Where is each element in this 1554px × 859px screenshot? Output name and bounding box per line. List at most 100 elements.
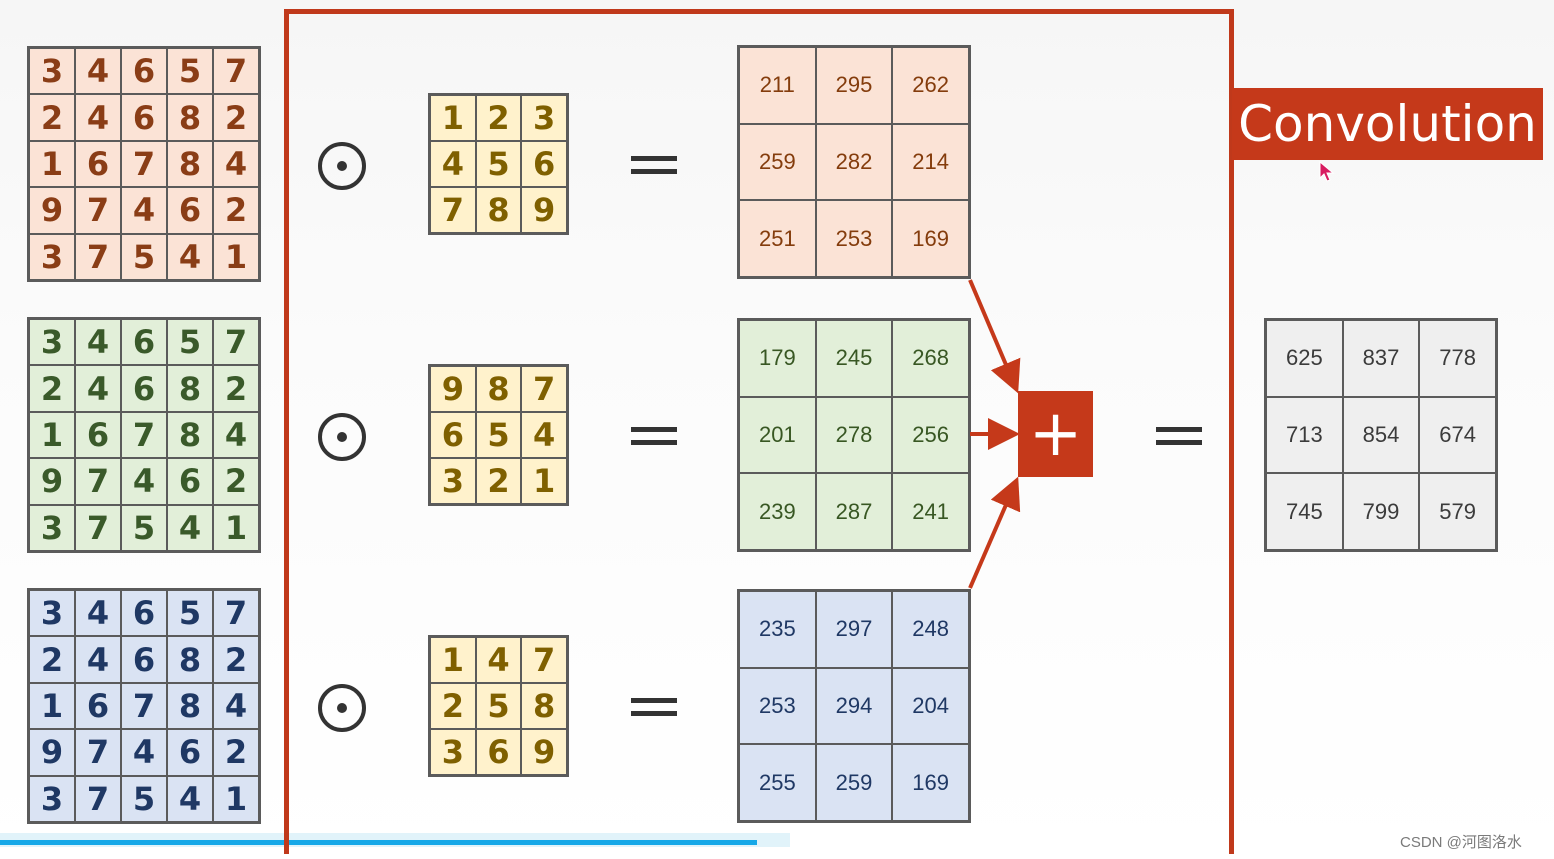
matrix-cell: 297 [815,591,893,668]
matrix-cell: 7 [75,458,121,505]
matrix-cell: 2 [29,365,75,412]
equals-icon [631,156,677,174]
matrix-cell: 579 [1419,473,1496,550]
matrix-cell: 713 [1266,396,1343,474]
matrix-cell: 8 [475,187,522,233]
matrix-cell: 6 [121,94,167,141]
page-title: Convolution [1238,95,1537,153]
sum-operator: + [1018,391,1093,477]
matrix-cell: 8 [167,411,213,459]
matrix-cell: 799 [1342,473,1420,550]
matrix-cell: 239 [739,473,816,550]
matrix-cell: 1 [430,637,476,683]
matrix-cell: 5 [121,504,167,551]
matrix-cell: 8 [475,366,522,412]
matrix-cell: 1 [430,95,476,141]
matrix-cell: 4 [213,682,259,730]
matrix-cell: 4 [75,590,121,637]
matrix-cell: 295 [815,47,893,124]
matrix-cell: 6 [75,682,121,730]
matrix-cell: 7 [213,590,259,637]
matrix-cell: 6 [121,365,167,412]
matrix-cell: 3 [29,319,75,366]
matrix-cell: 3 [29,48,75,95]
matrix-cell: 287 [815,473,893,550]
matrix-cell: 6 [475,729,522,775]
matrix-cell: 1 [29,682,75,730]
matrix-cell: 6 [167,187,213,234]
matrix-cell: 211 [739,47,816,124]
matrix-cell: 7 [75,775,121,822]
matrix-cell: 6 [121,319,167,366]
matrix-cell: 9 [521,729,567,775]
cursor-icon [1319,161,1335,182]
matrix-cell: 4 [75,319,121,366]
matrix-cell: 1 [213,504,259,551]
matrix-cell: 201 [739,396,816,474]
matrix-cell: 5 [475,412,522,458]
matrix-cell: 4 [75,636,121,683]
matrix-cell: 9 [430,366,476,412]
matrix-cell: 8 [167,365,213,412]
matrix-cell: 2 [475,95,522,141]
matrix-cell: 4 [75,48,121,95]
matrix-cell: 2 [213,729,259,776]
matrix-cell: 2 [430,683,476,729]
matrix-cell: 259 [739,123,816,201]
arrow-blue-to-plus [968,476,1021,589]
matrix-cell: 745 [1266,473,1343,550]
matrix-cell: 6 [75,411,121,459]
equals-icon [631,698,677,716]
matrix-cell: 6 [167,458,213,505]
convolution-frame [284,9,1234,854]
matrix-cell: 253 [739,667,816,745]
matrix-cell: 6 [167,729,213,776]
matrix-cell: 204 [892,667,969,745]
matrix-cell: 2 [475,458,522,504]
matrix-cell: 5 [121,233,167,280]
matrix-cell: 1 [213,775,259,822]
matrix-cell: 8 [167,636,213,683]
matrix-cell: 2 [213,187,259,234]
matrix-cell: 251 [739,200,816,277]
matrix-cell: 4 [167,233,213,280]
matrix-cell: 169 [892,200,969,277]
matrix-cell: 8 [167,140,213,188]
matrix-cell: 4 [521,412,567,458]
matrix-cell: 6 [75,140,121,188]
matrix-cell: 256 [892,396,969,474]
matrix-cell: 7 [75,187,121,234]
matrix-cell: 3 [29,775,75,822]
hadamard-icon [318,142,366,190]
matrix-cell: 8 [521,683,567,729]
matrix-cell: 7 [121,140,167,188]
matrix-cell: 778 [1419,320,1496,397]
matrix-cell: 5 [167,319,213,366]
matrix-cell: 179 [739,320,816,397]
matrix-cell: 5 [475,141,522,187]
matrix-cell: 4 [75,365,121,412]
matrix-cell: 241 [892,473,969,550]
watermark: CSDN @河图洛水 [1400,834,1522,851]
matrix-cell: 268 [892,320,969,397]
matrix-cell: 235 [739,591,816,668]
matrix-cell: 214 [892,123,969,201]
matrix-cell: 4 [121,187,167,234]
matrix-cell: 2 [29,636,75,683]
plus-icon: + [1028,397,1083,471]
matrix-cell: 7 [75,729,121,776]
matrix-cell: 3 [29,590,75,637]
matrix-cell: 6 [121,590,167,637]
equals-icon [1156,427,1202,445]
matrix-cell: 4 [121,729,167,776]
matrix-cell: 7 [521,366,567,412]
matrix-cell: 9 [521,187,567,233]
progress-bar[interactable] [0,840,757,845]
matrix-cell: 674 [1419,396,1496,474]
